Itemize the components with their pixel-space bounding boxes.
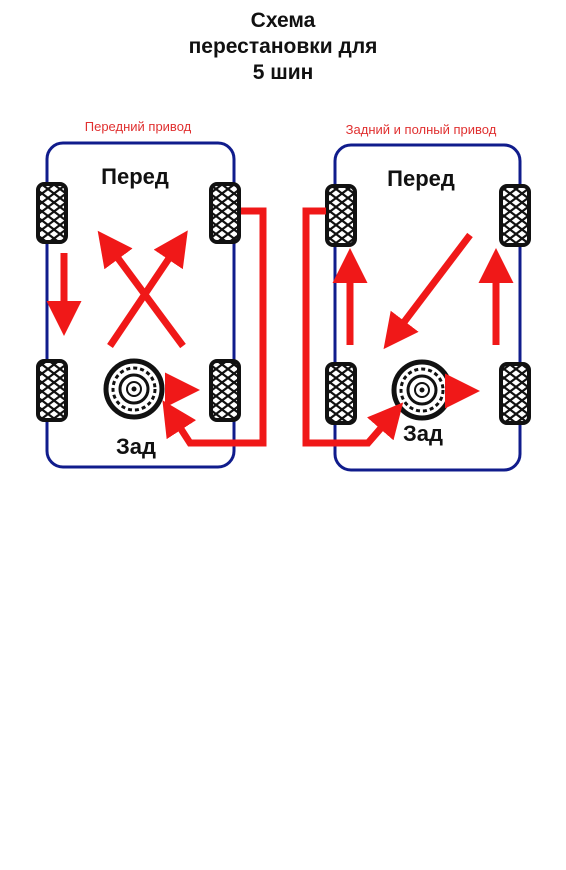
- right-scheme: Задний и полный привод Перед Зад: [302, 122, 531, 472]
- right-front-left-wheel: [325, 184, 357, 247]
- title-line-3: 5 шин: [252, 61, 314, 84]
- title-line-1: Схема: [250, 9, 316, 32]
- left-front-right-wheel: [209, 182, 241, 244]
- right-rear-label: Зад: [403, 421, 443, 446]
- right-rear-right-wheel: [499, 362, 531, 425]
- diagram-title: Схема перестановки для 5 шин: [0, 8, 566, 86]
- title-line-2: перестановки для: [188, 35, 378, 58]
- right-subtitle: Задний и полный привод: [346, 122, 497, 137]
- right-car-body: [333, 143, 522, 472]
- left-front-label: Перед: [101, 164, 169, 189]
- right-arrow-front-right-to-rear-left: [383, 232, 473, 350]
- left-rear-right-wheel: [209, 359, 241, 422]
- right-front-right-wheel: [499, 184, 531, 247]
- right-front-label: Перед: [387, 166, 455, 191]
- left-rear-left-wheel: [36, 359, 68, 422]
- left-subtitle: Передний привод: [85, 119, 192, 134]
- left-rear-label: Зад: [116, 434, 156, 459]
- left-front-left-wheel: [36, 182, 68, 244]
- left-spare-wheel: [103, 358, 165, 420]
- left-arrow-front-right-to-spare: [162, 207, 267, 447]
- left-arrow-diagonal-up-right: [107, 230, 188, 348]
- left-scheme: Передний привод Перед Зад: [36, 119, 267, 469]
- right-rear-left-wheel: [325, 362, 357, 425]
- right-spare-wheel: [391, 359, 453, 421]
- right-arrow-front-left-to-spare: [302, 207, 404, 447]
